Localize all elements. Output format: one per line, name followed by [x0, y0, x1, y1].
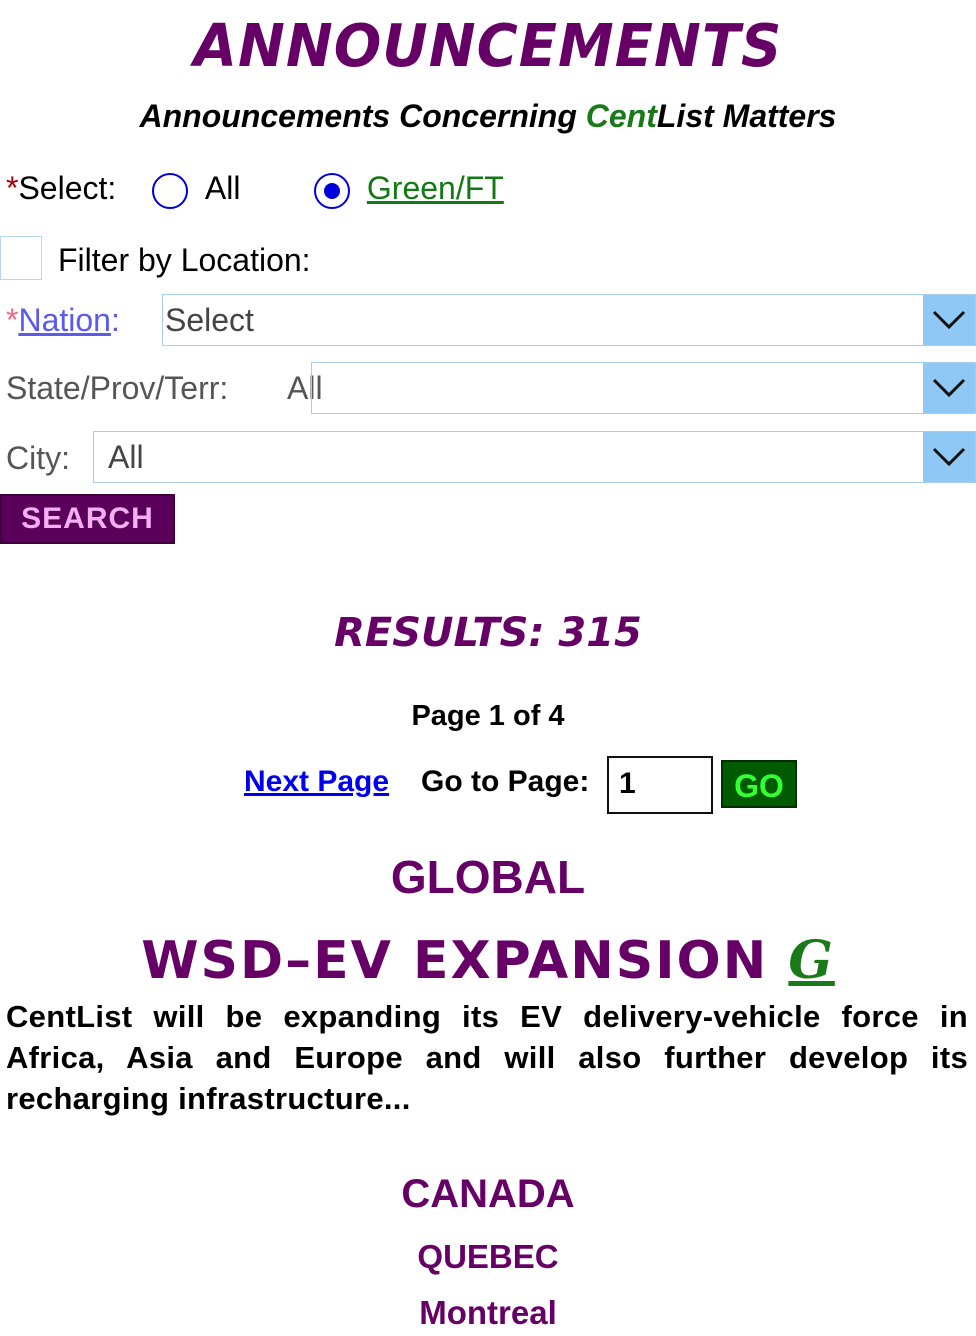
radio-checked-icon[interactable] — [314, 172, 350, 209]
green-badge-link[interactable]: G — [788, 930, 835, 991]
page-info: Page 1 of 4 — [411, 700, 565, 732]
filter-location-checkbox[interactable] — [0, 236, 42, 280]
required-marker: * — [6, 302, 19, 338]
state-select-value: All — [287, 370, 323, 406]
announcement-body: CentList will be expanding its EV delive… — [6, 999, 968, 1116]
nation-link[interactable]: Nation — [18, 302, 111, 338]
nation-label: *Nation: — [6, 302, 120, 339]
go-button[interactable]: GO — [721, 760, 797, 808]
subtitle-pre: Announcements Concerning — [139, 98, 586, 134]
chevron-down-icon[interactable] — [923, 432, 975, 482]
state-select[interactable] — [311, 362, 976, 414]
chevron-down-icon[interactable] — [923, 295, 975, 345]
region-nation: CANADA — [401, 1172, 575, 1216]
radio-green-ft[interactable]: Green/FT — [314, 170, 504, 209]
city-select[interactable]: All — [93, 431, 976, 483]
required-marker: * — [6, 170, 19, 206]
radio-all[interactable]: All — [152, 170, 240, 209]
select-label: *Select: — [6, 170, 116, 207]
select-label-text: Select: — [18, 170, 117, 206]
radio-all-label[interactable]: All — [204, 170, 241, 206]
city-label: City: — [6, 440, 70, 476]
next-page-link[interactable]: Next Page — [244, 765, 390, 798]
results-count: RESULTS: 315 — [334, 610, 642, 656]
radio-green-ft-label[interactable]: Green/FT — [366, 170, 504, 206]
page-subtitle: Announcements Concerning CentList Matter… — [0, 98, 976, 135]
announcement-headline[interactable]: WSD–EV EXPANSION G — [0, 930, 976, 991]
nation-select-value: Select — [165, 302, 254, 338]
search-button[interactable]: SEARCH — [0, 494, 175, 544]
page-title: ANNOUNCEMENTS — [193, 12, 783, 81]
nation-select[interactable]: Select — [162, 294, 976, 346]
announcement-title[interactable]: WSD–EV EXPANSION — [141, 931, 769, 991]
state-label: State/Prov/Terr: — [6, 370, 229, 406]
region-city: Montreal — [419, 1294, 557, 1331]
chevron-down-icon[interactable] — [923, 363, 975, 413]
subtitle-post: List Matters — [656, 98, 837, 134]
city-select-value: All — [108, 439, 144, 475]
radio-unchecked-icon[interactable] — [152, 172, 188, 209]
goto-page-label: Go to Page: — [421, 765, 590, 798]
subtitle-cent: Cent — [585, 98, 657, 134]
filter-location-label: Filter by Location: — [58, 242, 311, 278]
goto-page-input[interactable]: 1 — [607, 756, 713, 814]
region-global: GLOBAL — [390, 851, 586, 903]
region-province: QUEBEC — [417, 1238, 559, 1275]
nation-colon: : — [110, 302, 120, 338]
